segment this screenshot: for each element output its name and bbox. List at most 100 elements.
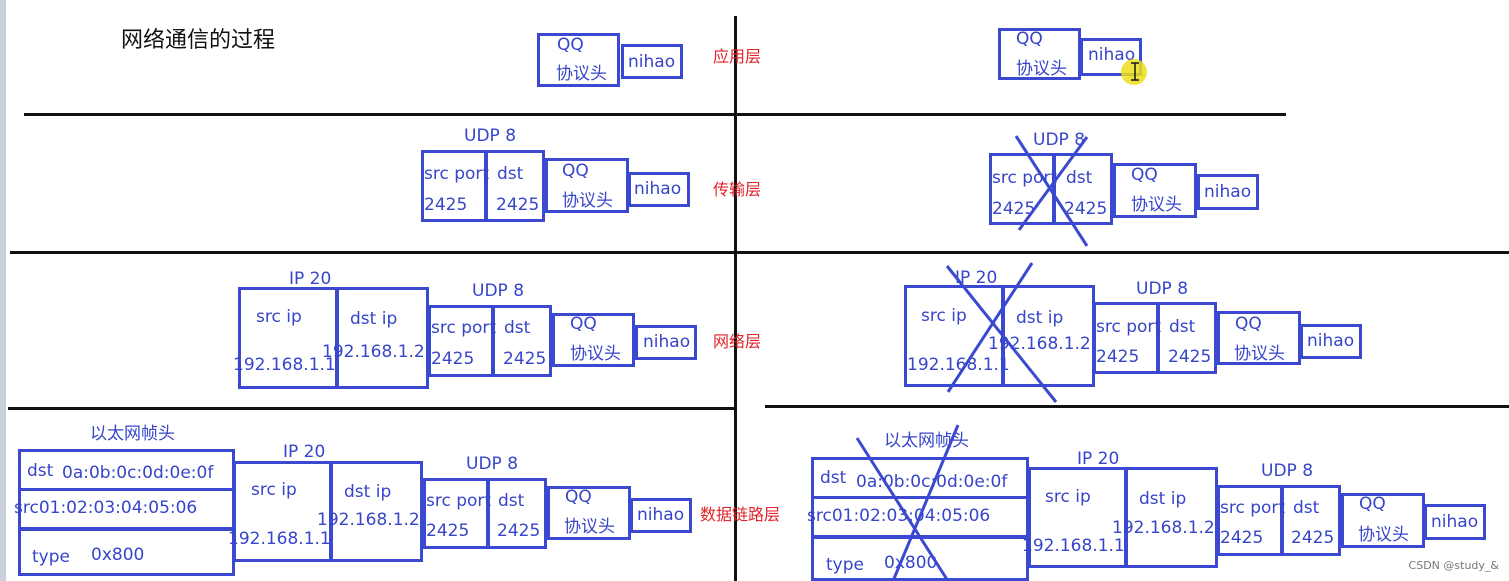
eth-dst-label: dst bbox=[27, 461, 54, 481]
ip-dst-box bbox=[330, 461, 423, 562]
dst-port-value: 2425 bbox=[503, 349, 547, 369]
payload-label: nihao bbox=[1088, 45, 1136, 65]
src-port-value: 2425 bbox=[431, 349, 475, 369]
udp-dst-port-box bbox=[1157, 302, 1217, 374]
qq-header-box bbox=[537, 33, 620, 87]
udp-dst-port-box bbox=[487, 478, 547, 549]
dst-ip-label: dst ip bbox=[1016, 308, 1064, 328]
payload-label: nihao bbox=[637, 505, 685, 525]
dst-ip-label: dst ip bbox=[1139, 489, 1187, 509]
qq-label: QQ bbox=[1359, 494, 1386, 514]
payload-box bbox=[1197, 174, 1259, 210]
payload-label: nihao bbox=[1307, 331, 1355, 351]
eth-header-label: 以太网帧头 bbox=[90, 424, 175, 444]
dst-port-label: dst bbox=[498, 491, 525, 511]
qq-header-label: 协议头 bbox=[556, 64, 607, 84]
dst-ip-value: 192.168.1.2 bbox=[1112, 518, 1215, 538]
payload-label: nihao bbox=[643, 332, 691, 352]
divider-1 bbox=[24, 113, 1286, 116]
payload-box bbox=[1424, 504, 1486, 540]
qq-header-box bbox=[552, 313, 635, 367]
src-port-label: src port bbox=[1220, 498, 1286, 518]
watermark: CSDN @study_& bbox=[1408, 559, 1499, 572]
qq-header-label: 协议头 bbox=[1016, 59, 1067, 79]
layer-label-application: 应用层 bbox=[713, 47, 762, 66]
ip-dst-box bbox=[1125, 467, 1218, 568]
eth-src-value: src01:02:03:04:05:06 bbox=[14, 498, 198, 518]
center-divider bbox=[734, 16, 737, 581]
eth-dst-mac: 0a:0b:0c:0d:0e:0f bbox=[62, 463, 214, 483]
payload-label: nihao bbox=[1204, 182, 1252, 202]
udp-dst-port-box bbox=[1281, 485, 1341, 556]
src-port-value: 2425 bbox=[1096, 347, 1140, 367]
layer-label-datalink: 数据链路层 bbox=[700, 505, 781, 524]
dst-port-label: dst bbox=[1169, 317, 1196, 337]
dst-ip-value: 192.168.1.2 bbox=[988, 334, 1091, 354]
dst-ip-value: 192.168.1.2 bbox=[317, 510, 420, 530]
src-ip-label: src ip bbox=[256, 307, 302, 327]
src-ip-value: 192.168.1.1 bbox=[233, 355, 336, 375]
eth-type-value: 0x800 bbox=[884, 553, 938, 573]
qq-label: QQ bbox=[557, 35, 584, 55]
divider-2 bbox=[10, 251, 1509, 254]
udp-dst-port-box bbox=[492, 305, 552, 377]
eth-dst-mac: 0a:0b:0c:0d:0e:0f bbox=[856, 472, 1008, 492]
payload-label: nihao bbox=[628, 52, 676, 72]
layer-label-transport: 传输层 bbox=[713, 180, 762, 199]
qq-header-label: 协议头 bbox=[564, 517, 615, 537]
src-port-label: src port bbox=[426, 491, 492, 511]
src-ip-value: 192.168.1.1 bbox=[907, 355, 1010, 375]
eth-type-value: 0x800 bbox=[91, 545, 145, 565]
dst-ip-value: 192.168.1.2 bbox=[322, 342, 425, 362]
payload-box bbox=[630, 498, 692, 533]
eth-dst-label: dst bbox=[820, 468, 847, 488]
dst-port-label: dst bbox=[504, 318, 531, 338]
udp-header-label: UDP 8 bbox=[1033, 130, 1086, 150]
udp-header-label: UDP 8 bbox=[472, 281, 525, 301]
src-ip-label: src ip bbox=[1045, 487, 1091, 507]
qq-label: QQ bbox=[562, 161, 589, 181]
ip-header-label: IP 20 bbox=[289, 269, 332, 289]
dst-port-value: 2425 bbox=[1064, 199, 1108, 219]
qq-header-box bbox=[547, 486, 631, 540]
dst-port-value: 2425 bbox=[1291, 528, 1335, 548]
src-port-value: 2425 bbox=[992, 199, 1036, 219]
left-edge-strip bbox=[0, 0, 6, 581]
qq-label: QQ bbox=[565, 487, 592, 507]
src-port-label: src port bbox=[1096, 317, 1162, 337]
qq-label: QQ bbox=[1131, 165, 1158, 185]
src-ip-label: src ip bbox=[921, 306, 967, 326]
payload-box bbox=[628, 172, 690, 207]
dst-ip-label: dst ip bbox=[344, 482, 392, 502]
eth-src-value: src01:02:03:04:05:06 bbox=[807, 506, 991, 526]
dst-ip-label: dst ip bbox=[350, 309, 398, 329]
payload-label: nihao bbox=[634, 179, 682, 199]
udp-header-label: UDP 8 bbox=[464, 126, 517, 146]
qq-label: QQ bbox=[1235, 314, 1262, 334]
payload-box bbox=[1080, 38, 1142, 76]
ip-dst-box bbox=[336, 287, 429, 389]
src-port-label: src port bbox=[992, 168, 1058, 188]
udp-header-label: UDP 8 bbox=[466, 454, 519, 474]
dst-port-label: dst bbox=[1293, 498, 1320, 518]
ip-header-label: IP 20 bbox=[1077, 449, 1120, 469]
qq-header-box bbox=[1217, 311, 1301, 365]
qq-label: QQ bbox=[1016, 29, 1043, 49]
divider-3 bbox=[8, 407, 736, 410]
qq-header-box bbox=[1113, 163, 1197, 218]
layer-label-network: 网络层 bbox=[713, 332, 762, 351]
qq-label: QQ bbox=[570, 314, 597, 334]
qq-header-box bbox=[1341, 493, 1425, 548]
src-ip-value: 192.168.1.1 bbox=[1022, 536, 1125, 556]
src-port-value: 2425 bbox=[1220, 528, 1264, 548]
payload-box bbox=[635, 325, 697, 360]
diagram-title: 网络通信的过程 bbox=[121, 28, 276, 53]
udp-header-label: UDP 8 bbox=[1136, 279, 1189, 299]
ip-header-label: IP 20 bbox=[283, 442, 326, 462]
dst-port-value: 2425 bbox=[496, 195, 540, 215]
src-port-value: 2425 bbox=[424, 195, 468, 215]
src-port-value: 2425 bbox=[426, 521, 470, 541]
src-port-label: src port bbox=[431, 318, 497, 338]
src-port-label: src port bbox=[424, 164, 490, 184]
dst-port-label: dst bbox=[497, 164, 524, 184]
